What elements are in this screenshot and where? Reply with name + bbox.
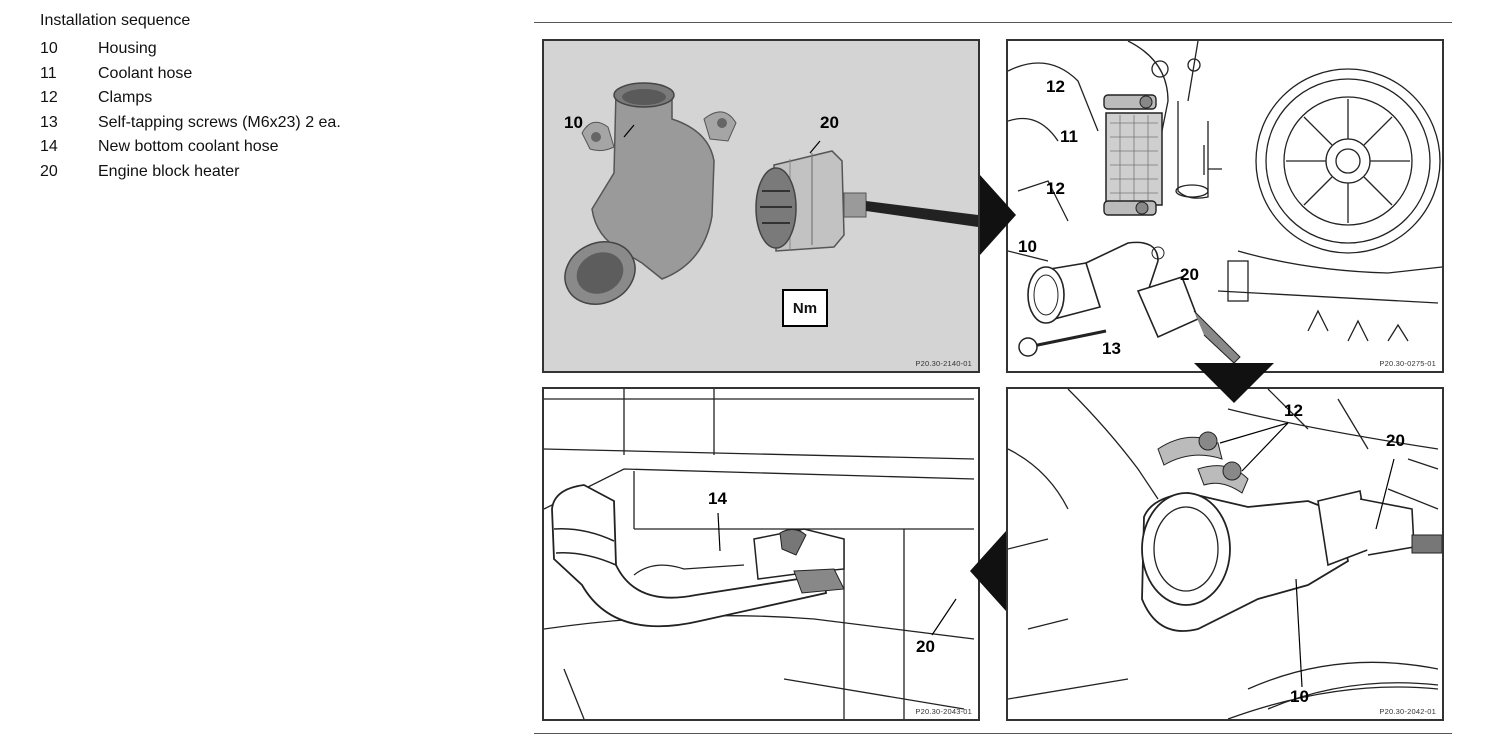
callout-number: 11 xyxy=(1060,127,1078,146)
legend-item: 10 Housing xyxy=(40,37,341,62)
figure-code: P20.30-2140-01 xyxy=(915,359,972,368)
callout-number: 20 xyxy=(820,113,839,132)
legend-number: 11 xyxy=(40,64,57,82)
legend-label: Coolant hose xyxy=(98,64,193,82)
callout-number: 20 xyxy=(916,637,935,656)
installation-figure: 10 20 Nm P20.30-2140-01 xyxy=(534,22,1452,734)
figure-code: P20.30-2042-01 xyxy=(1379,707,1436,716)
legend-item: 14 New bottom coolant hose xyxy=(40,135,341,160)
panel-bottom-hose: 14 20 P20.30-2043-01 xyxy=(542,387,980,721)
legend-item: 12 Clamps xyxy=(40,86,341,111)
figure-code: P20.30-2043-01 xyxy=(915,707,972,716)
legend-label: Engine block heater xyxy=(98,162,240,180)
legend-number: 13 xyxy=(40,113,58,131)
legend-label: Housing xyxy=(98,40,157,58)
arrow-down-icon xyxy=(1194,363,1274,403)
legend-heading: Installation sequence xyxy=(40,12,191,29)
figure-code: P20.30-0275-01 xyxy=(1379,359,1436,368)
callout-number: 12 xyxy=(1284,401,1303,420)
callout-number: 20 xyxy=(1180,265,1199,284)
engine-illustration xyxy=(1008,41,1442,364)
legend-item: 13 Self-tapping screws (M6x23) 2 ea. xyxy=(40,111,341,136)
torque-symbol: Nm xyxy=(782,289,828,327)
bottom-hose-illustration xyxy=(544,389,975,719)
arrow-right-icon xyxy=(980,175,1016,255)
housing-illustration xyxy=(1008,389,1442,719)
legend-label: Clamps xyxy=(98,89,153,107)
parts-illustration xyxy=(564,82,978,305)
arrow-left-icon xyxy=(970,531,1006,611)
legend: Installation sequence 10 Housing 11 Cool… xyxy=(40,12,341,184)
legend-item: 20 Engine block heater xyxy=(40,160,341,185)
legend-number: 20 xyxy=(40,162,58,180)
callout-number: 12 xyxy=(1046,179,1065,198)
callout-number: 14 xyxy=(708,489,727,508)
panel-hose-install: 12 11 12 10 20 13 P20.30-0275-01 xyxy=(1006,39,1444,373)
callout-number: 10 xyxy=(1018,237,1037,256)
legend-number: 14 xyxy=(40,138,58,156)
legend-item: 11 Coolant hose xyxy=(40,62,341,87)
legend-number: 12 xyxy=(40,89,58,107)
callout-number: 10 xyxy=(1290,687,1309,706)
callout-number: 10 xyxy=(564,113,583,132)
legend-label: New bottom coolant hose xyxy=(98,138,279,156)
legend-number: 10 xyxy=(40,40,58,58)
callout-number: 13 xyxy=(1102,339,1121,358)
panel-parts: 10 20 Nm P20.30-2140-01 xyxy=(542,39,980,373)
callout-number: 20 xyxy=(1386,431,1405,450)
legend-label: Self-tapping screws (M6x23) 2 ea. xyxy=(98,113,341,131)
panel-housing-installed: 12 20 10 P20.30-2042-01 xyxy=(1006,387,1444,721)
callout-number: 12 xyxy=(1046,77,1065,96)
